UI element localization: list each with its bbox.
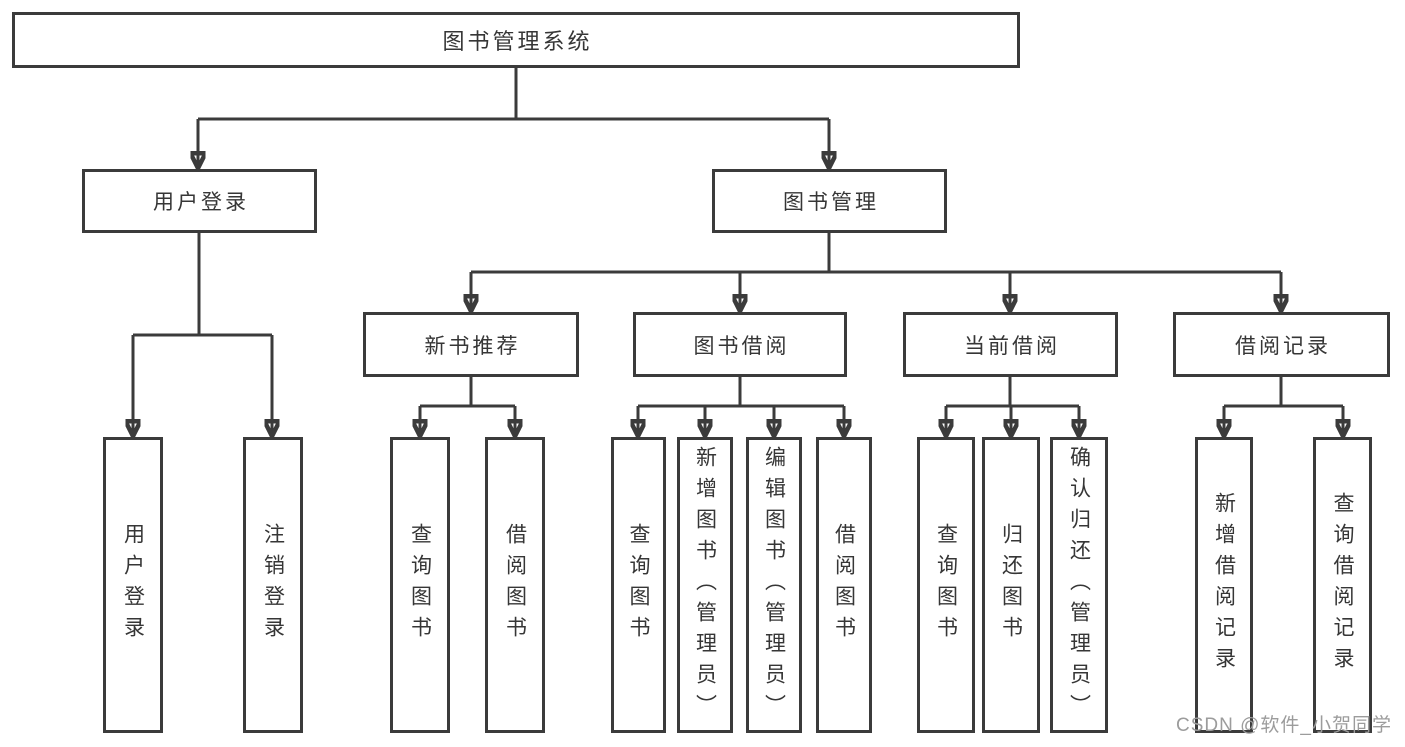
leaf-borrowing-add-books-admin-label: 新增图书（管理员）	[693, 445, 717, 725]
node-borrowing-records-label: 借阅记录	[1235, 334, 1331, 358]
leaf-borrowing-query-books: 查询图书	[611, 437, 666, 733]
leaf-records-add-record-label: 新增借阅记录	[1212, 492, 1236, 678]
node-current-borrowing: 当前借阅	[903, 312, 1118, 377]
leaf-current-return-books: 归还图书	[982, 437, 1040, 733]
node-new-book-recommend-label: 新书推荐	[424, 334, 521, 358]
node-book-borrowing-label: 图书借阅	[693, 334, 790, 358]
leaf-borrowing-add-books-admin: 新增图书（管理员）	[677, 437, 733, 733]
leaf-records-query-record: 查询借阅记录	[1313, 437, 1372, 733]
node-user-login-label: 用户登录	[153, 191, 249, 214]
leaf-newbook-query-books: 查询图书	[390, 437, 450, 733]
leaf-borrowing-edit-books-admin-label: 编辑图书（管理员）	[762, 445, 786, 725]
leaf-current-confirm-return-admin-label: 确认归还（管理员）	[1067, 445, 1091, 725]
leaf-current-query-books-label: 查询图书	[934, 523, 958, 647]
leaf-logout: 注销登录	[243, 437, 303, 733]
leaf-newbook-borrow-books: 借阅图书	[485, 437, 545, 733]
leaf-newbook-query-books-label: 查询图书	[408, 523, 432, 647]
node-root: 图书管理系统	[12, 12, 1020, 68]
node-root-label: 图书管理系统	[442, 29, 593, 54]
leaf-records-add-record: 新增借阅记录	[1195, 437, 1253, 733]
node-book-management: 图书管理	[712, 169, 947, 233]
leaf-user-login-label: 用户登录	[121, 523, 145, 647]
node-user-login: 用户登录	[82, 169, 317, 233]
node-new-book-recommend: 新书推荐	[363, 312, 579, 377]
node-borrowing-records: 借阅记录	[1173, 312, 1390, 377]
leaf-borrowing-query-books-label: 查询图书	[627, 523, 651, 647]
leaf-records-query-record-label: 查询借阅记录	[1331, 492, 1355, 678]
leaf-current-return-books-label: 归还图书	[999, 523, 1023, 647]
leaf-newbook-borrow-books-label: 借阅图书	[503, 523, 527, 647]
leaf-borrowing-borrow-books: 借阅图书	[816, 437, 872, 733]
leaf-user-login: 用户登录	[103, 437, 163, 733]
node-current-borrowing-label: 当前借阅	[964, 334, 1060, 358]
node-book-borrowing: 图书借阅	[633, 312, 847, 377]
leaf-current-query-books: 查询图书	[917, 437, 975, 733]
leaf-borrowing-edit-books-admin: 编辑图书（管理员）	[746, 437, 802, 733]
leaf-current-confirm-return-admin: 确认归还（管理员）	[1050, 437, 1108, 733]
watermark: CSDN @软件_小贺同学	[1176, 715, 1392, 736]
leaf-borrowing-borrow-books-label: 借阅图书	[832, 523, 856, 647]
node-book-management-label: 图书管理	[783, 191, 879, 214]
leaf-logout-label: 注销登录	[261, 523, 285, 647]
